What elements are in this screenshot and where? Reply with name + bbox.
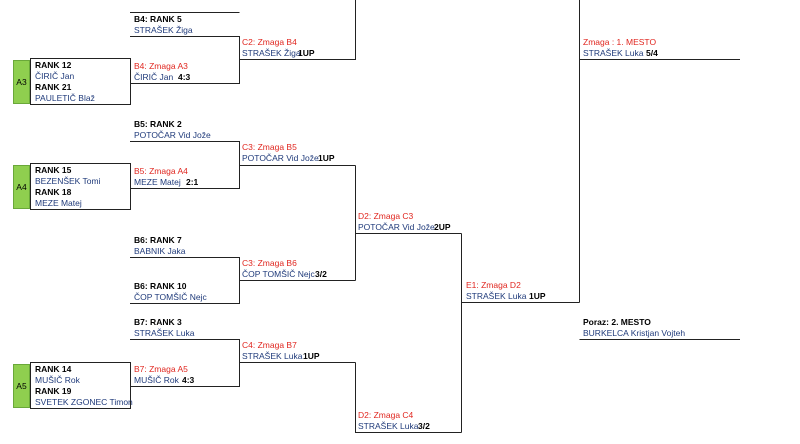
b6b-head: B6: RANK 10 (134, 281, 187, 291)
c4-score: 1UP (303, 351, 320, 361)
b7-head: B7: RANK 3 (134, 317, 182, 327)
c3a-score: 1UP (318, 153, 335, 163)
b7-win-label: B7: Zmaga A5 (134, 364, 188, 374)
d2a-name: POTOČAR Vid Jože (358, 222, 435, 232)
a4-rank1: RANK 15 (35, 165, 72, 175)
e1-score: 1UP (529, 291, 546, 301)
a5-name1: MUŠIČ Rok (35, 375, 80, 385)
seed-a3-box (30, 58, 131, 105)
final-win-score: 5/4 (646, 48, 658, 58)
d2a-score: 2UP (434, 222, 451, 232)
seed-a4-tag: A4 (13, 165, 30, 209)
a4-name1: BEZENŠEK Tomi (35, 176, 101, 186)
a4-rank2: RANK 18 (35, 187, 72, 197)
seed-a5-tag: A5 (13, 364, 30, 408)
b5-win-label: B5: Zmaga A4 (134, 166, 188, 176)
b4-win-score: 4:3 (178, 72, 191, 82)
b6a-head: B6: RANK 7 (134, 235, 182, 245)
c4-label: C4: Zmaga B7 (242, 340, 297, 350)
b7-win-score: 4:3 (182, 375, 195, 385)
b6b-name: ČOP TOMŠIČ Nejc (134, 292, 207, 302)
e1-label: E1: Zmaga D2 (466, 280, 521, 290)
c2-score: 1UP (298, 48, 315, 58)
b7-win-name: MUŠIČ Rok (134, 375, 179, 385)
b5-name: POTOČAR Vid Jože (134, 130, 211, 140)
final-win-name: STRAŠEK Luka (583, 48, 644, 58)
final-lose-name: BURKELCA Kristjan Vojteh (583, 328, 686, 338)
c2-label: C2: Zmaga B4 (242, 37, 297, 47)
d2b-name: STRAŠEK Luka (358, 421, 419, 431)
b5-head: B5: RANK 2 (134, 119, 182, 129)
b4-win-name: ČIRIČ Jan (134, 72, 174, 82)
a5-rank2: RANK 19 (35, 386, 72, 396)
c3b-score: 3/2 (315, 269, 327, 279)
b4-head: B4: RANK 5 (134, 14, 182, 24)
b5-win-name: MEZE Matej (134, 177, 181, 187)
c2-name: STRAŠEK Žiga (242, 48, 301, 58)
e1-name: STRAŠEK Luka (466, 291, 527, 301)
final-win-label: Zmaga : 1. MESTO (583, 37, 657, 47)
seed-a5-box (30, 362, 131, 409)
bracket-line (239, 0, 356, 60)
d2b-score: 3/2 (418, 421, 430, 431)
seed-a3-tag: A3 (13, 60, 30, 104)
a3-name1: ČIRIČ Jan (35, 71, 75, 81)
a4-name2: MEZE Matej (35, 198, 82, 208)
b5-win-score: 2:1 (186, 177, 199, 187)
c4-name: STRAŠEK Luka (242, 351, 303, 361)
a3-rank1: RANK 12 (35, 60, 72, 70)
a3-name2: PAULETIČ Blaž (35, 93, 95, 103)
c3a-name: POTOČAR Vid Jože (242, 153, 319, 163)
final-lose-label: Poraz: 2. MESTO (583, 317, 651, 327)
seed-a4-box (30, 163, 131, 210)
b7-name: STRAŠEK Luka (134, 328, 195, 338)
a5-rank1: RANK 14 (35, 364, 72, 374)
c3a-label: C3: Zmaga B5 (242, 142, 297, 152)
bracket-line (355, 362, 462, 433)
d2b-label: D2: Zmaga C4 (358, 410, 414, 420)
c3b-label: C3: Zmaga B6 (242, 258, 297, 268)
b4-name: STRAŠEK Žiga (134, 25, 193, 35)
b6a-name: BABNIK Jaka (134, 246, 186, 256)
b4-win-label: B4: Zmaga A3 (134, 61, 188, 71)
a3-rank2: RANK 21 (35, 82, 72, 92)
c3b-name: ČOP TOMŠIČ Nejc (242, 269, 315, 279)
a5-name2: SVETEK ZGONEC Timon (35, 397, 133, 407)
d2a-label: D2: Zmaga C3 (358, 211, 414, 221)
